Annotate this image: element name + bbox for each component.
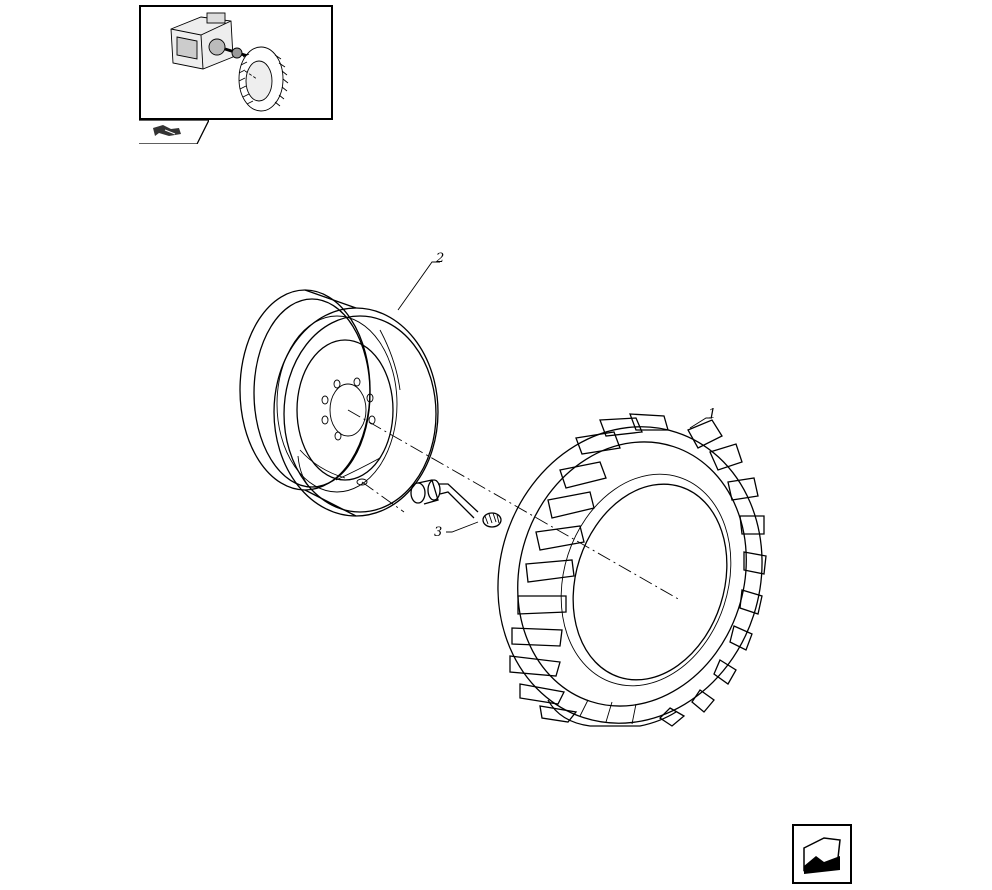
valve-axis-line — [361, 481, 405, 513]
valve-stem — [410, 479, 502, 528]
tractor-rear-axle-thumbnail-icon — [170, 12, 289, 112]
back-to-index-tab[interactable] — [139, 119, 211, 145]
thumbnail-frame — [139, 5, 333, 120]
callout-leader-2 — [397, 261, 440, 311]
assembly-axis-line — [347, 409, 681, 601]
arrow-next-page-icon — [803, 837, 841, 874]
callout-label-1: 1 — [708, 407, 716, 422]
callout-label-2: 2 — [435, 251, 444, 266]
wheel-rim — [239, 289, 439, 517]
callout-leader-1 — [689, 417, 712, 429]
callout-leader-3 — [446, 521, 479, 533]
callout-label-3: 3 — [434, 525, 442, 540]
next-page-button[interactable] — [792, 824, 852, 884]
tractor-tire — [497, 413, 767, 727]
